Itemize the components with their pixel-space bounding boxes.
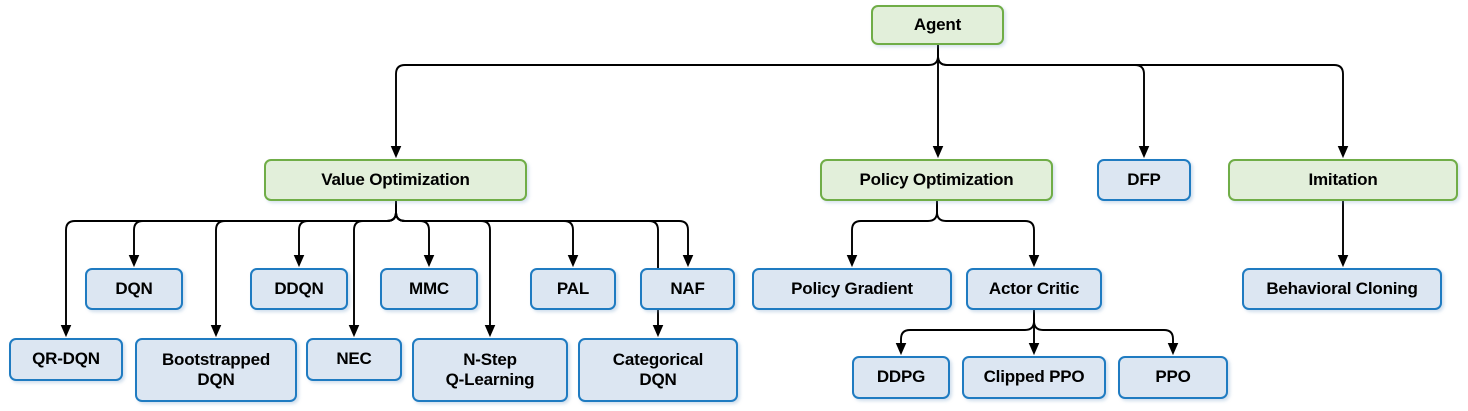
node-mmc[interactable]: MMC <box>380 268 478 310</box>
edge-value-optimization-to-dqn <box>128 201 397 268</box>
edge-agent-to-imitation <box>937 45 1349 159</box>
node-label: PPO <box>1155 367 1191 387</box>
node-behavioral-cloning[interactable]: Behavioral Cloning <box>1242 268 1442 310</box>
node-ddqn[interactable]: DDQN <box>250 268 348 310</box>
edge-value-optimization-to-n-step-q-learning <box>395 201 496 338</box>
node-policy-optimization[interactable]: Policy Optimization <box>820 159 1053 201</box>
edge-value-optimization-to-mmc <box>395 201 435 268</box>
node-label: Categorical DQN <box>612 349 704 389</box>
node-categorical-dqn[interactable]: Categorical DQN <box>578 338 738 402</box>
node-label: DFP <box>1127 169 1161 189</box>
node-label: DDQN <box>274 278 324 298</box>
edge-value-optimization-to-naf <box>395 201 694 268</box>
node-label: Value Optimization <box>321 169 470 189</box>
node-label: N-Step Q-Learning <box>445 349 535 389</box>
node-actor-critic[interactable]: Actor Critic <box>966 268 1102 310</box>
node-bootstrapped-dqn[interactable]: Bootstrapped DQN <box>135 338 297 402</box>
node-policy-gradient[interactable]: Policy Gradient <box>752 268 952 310</box>
node-label: NAF <box>670 278 705 298</box>
node-value-optimization[interactable]: Value Optimization <box>264 159 527 201</box>
node-label: DQN <box>115 278 153 298</box>
node-label: DDPG <box>876 367 926 387</box>
edge-policy-optimization-to-actor-critic <box>936 201 1040 268</box>
node-label: Policy Optimization <box>859 169 1014 189</box>
node-label: Imitation <box>1308 169 1378 189</box>
node-clipped-ppo[interactable]: Clipped PPO <box>962 356 1106 399</box>
node-nec[interactable]: NEC <box>306 338 402 381</box>
node-label: Actor Critic <box>988 278 1080 298</box>
node-label: NEC <box>336 349 372 369</box>
node-label: Clipped PPO <box>983 367 1085 387</box>
node-label: Agent <box>913 14 962 34</box>
edge-agent-to-value-optimization <box>390 45 939 159</box>
node-dqn[interactable]: DQN <box>85 268 183 310</box>
node-label: QR-DQN <box>32 349 100 369</box>
edge-value-optimization-to-bootstrapped-dqn <box>210 201 397 338</box>
node-dfp[interactable]: DFP <box>1097 159 1191 201</box>
node-label: Bootstrapped DQN <box>161 349 271 389</box>
node-n-step-q-learning[interactable]: N-Step Q-Learning <box>412 338 568 402</box>
node-ddpg[interactable]: DDPG <box>852 356 950 399</box>
node-pal[interactable]: PAL <box>530 268 616 310</box>
node-label: PAL <box>556 278 590 298</box>
edge-value-optimization-to-qr-dqn <box>60 201 397 338</box>
node-ppo[interactable]: PPO <box>1118 356 1228 399</box>
edge-value-optimization-to-categorical-dqn <box>395 201 664 338</box>
edge-actor-critic-to-ddpg <box>895 310 1035 356</box>
node-imitation[interactable]: Imitation <box>1228 159 1458 201</box>
edge-agent-to-dfp <box>937 45 1150 159</box>
node-label: Policy Gradient <box>791 278 913 298</box>
edge-actor-critic-to-ppo <box>1033 310 1179 356</box>
edge-policy-optimization-to-policy-gradient <box>846 201 938 268</box>
edge-value-optimization-to-ddqn <box>293 201 397 268</box>
node-qr-dqn[interactable]: QR-DQN <box>9 338 123 381</box>
node-agent[interactable]: Agent <box>871 5 1004 45</box>
edge-value-optimization-to-pal <box>395 201 579 268</box>
node-label: MMC <box>409 278 449 298</box>
node-label: Behavioral Cloning <box>1266 278 1418 298</box>
node-naf[interactable]: NAF <box>640 268 735 310</box>
edge-value-optimization-to-nec <box>348 201 397 338</box>
